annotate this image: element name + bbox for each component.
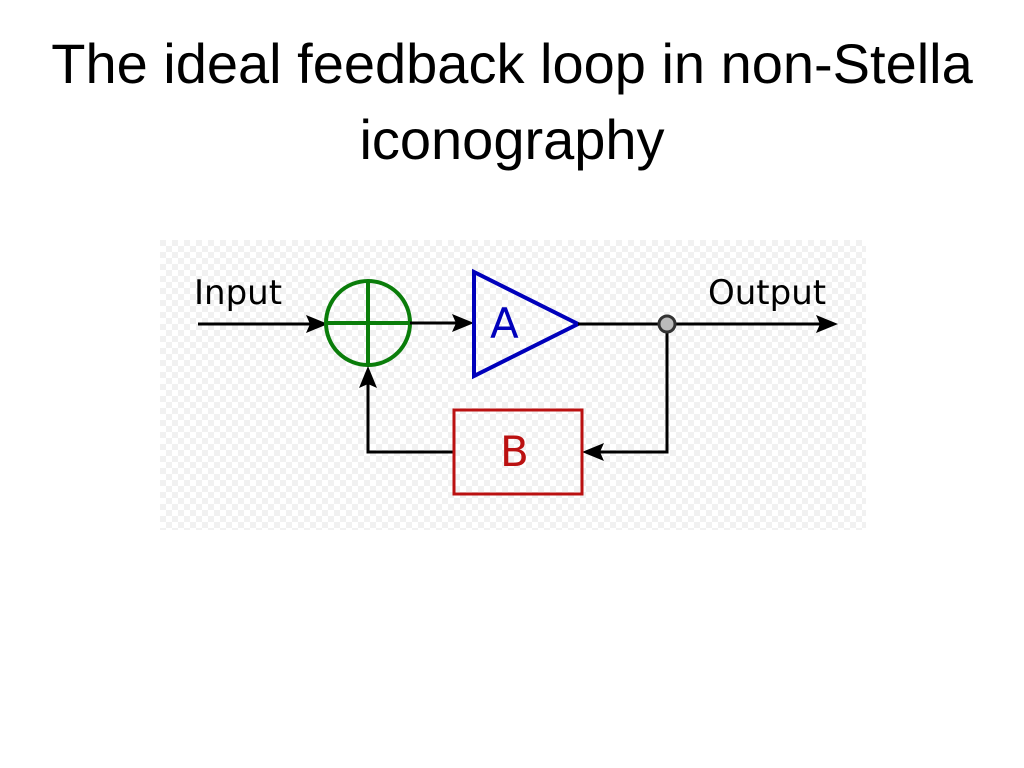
amplifier-label: A xyxy=(490,299,519,348)
junction-node-icon xyxy=(657,314,677,334)
feedback-label: B xyxy=(500,427,529,476)
arrow-icon xyxy=(452,314,474,332)
output-wire xyxy=(578,315,838,333)
input-label: Input xyxy=(194,273,282,313)
arrow-icon xyxy=(306,315,328,333)
feedback-diagram: Input Output A xyxy=(160,240,866,530)
feedback-diagram-svg: Input Output A xyxy=(160,240,866,530)
amplifier-triangle-icon xyxy=(472,268,583,380)
diagram-background xyxy=(160,240,866,530)
slide-title: The ideal feedback loop in non-Stella ic… xyxy=(51,32,973,171)
arrow-icon xyxy=(816,315,838,333)
summing-junction-icon xyxy=(324,279,412,367)
output-label: Output xyxy=(708,273,826,313)
arrow-icon xyxy=(359,366,377,388)
feedback-wire xyxy=(359,324,669,461)
arrow-icon xyxy=(582,443,604,461)
feedback-block-icon xyxy=(452,408,584,496)
input-wire xyxy=(198,315,328,333)
summer-to-amplifier-wire xyxy=(410,314,474,332)
